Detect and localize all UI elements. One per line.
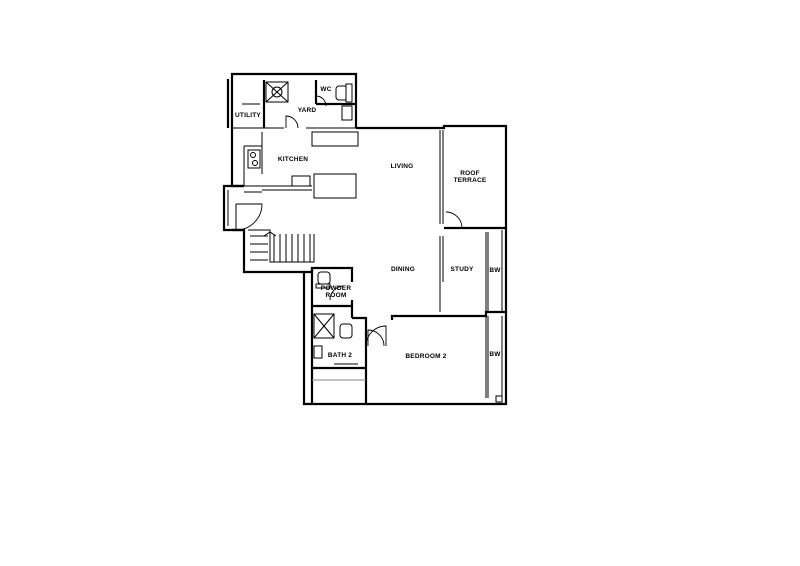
label-roof-terrace-line2: TERRACE	[454, 177, 487, 184]
label-bedroom2: BEDROOM 2	[405, 353, 446, 360]
label-living: LIVING	[391, 163, 414, 170]
room-labels: UTILITY YARD WC KITCHEN LIVING ROOF TERR…	[235, 86, 501, 360]
door-swing-bedroom2	[367, 329, 385, 347]
kitchen-counter	[311, 131, 359, 147]
interior-walls	[304, 130, 506, 404]
label-kitchen: KITCHEN	[278, 156, 308, 163]
fridge	[291, 175, 311, 187]
bath2-toilet-icon	[339, 323, 353, 339]
label-wc: WC	[320, 86, 331, 93]
basin-icon	[341, 105, 353, 121]
door-swing-terrace	[445, 211, 463, 229]
door-swing-bath2	[365, 325, 387, 347]
label-roof-terrace-line1: ROOF	[460, 170, 480, 177]
kitchen-fittings	[244, 131, 359, 199]
entry-and-stairs	[235, 203, 315, 263]
label-powder-room-line2: ROOM	[325, 292, 346, 299]
label-dining: DINING	[391, 266, 415, 273]
powder-room-toilet-icon	[317, 271, 331, 285]
label-study: STUDY	[450, 266, 473, 273]
service-block	[232, 80, 356, 129]
door-swing-entry	[235, 203, 263, 231]
door-swing-yard	[285, 115, 299, 129]
kitchen-island	[313, 173, 357, 199]
outer-walls	[222, 72, 508, 406]
label-utility: UTILITY	[235, 112, 261, 119]
label-bath2: BATH 2	[328, 352, 352, 359]
staircase	[248, 229, 315, 263]
label-yard: YARD	[298, 107, 317, 114]
label-powder-room-line1: POWDER	[321, 285, 352, 292]
label-bw-top: BW	[489, 267, 501, 274]
label-bw-bottom: BW	[489, 351, 501, 358]
